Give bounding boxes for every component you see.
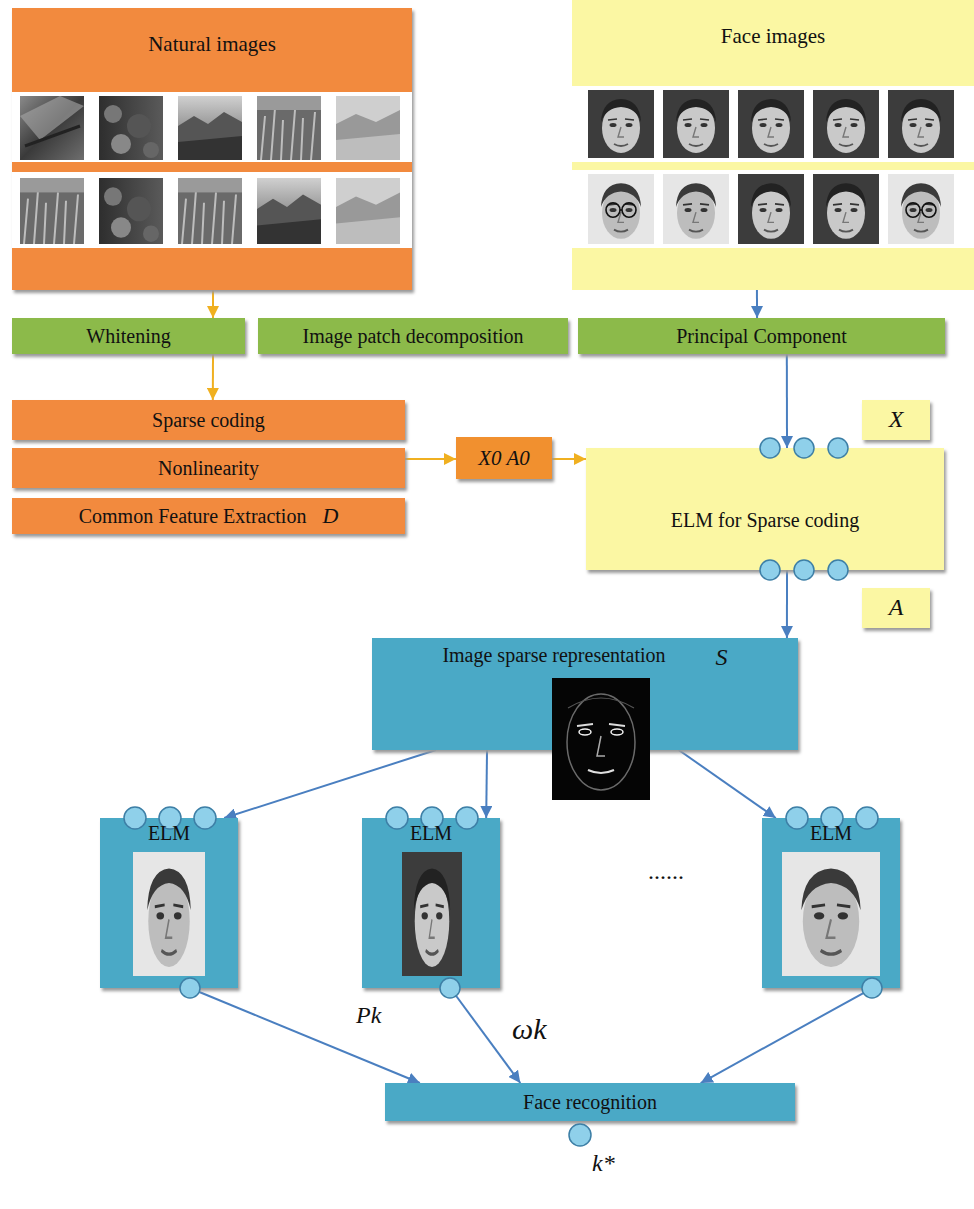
box-text: X — [889, 406, 904, 434]
flow-arrow — [485, 750, 488, 818]
flow-arrow — [701, 988, 873, 1083]
flow-arrow — [756, 290, 758, 318]
box-text: Image sparse representation — [442, 644, 665, 667]
flow-arrow — [552, 458, 586, 460]
elm-box: ELM — [362, 818, 500, 988]
flow-arrow — [224, 750, 436, 818]
process-box: Whitening — [12, 318, 245, 354]
flow-arrow — [679, 750, 776, 818]
symbol-label: ωk — [512, 1012, 547, 1046]
image-panel: Face images — [572, 0, 974, 290]
ellipsis: ...... — [648, 858, 684, 885]
variable-box: X0 A0 — [456, 437, 552, 479]
image-panel: Natural images — [12, 8, 412, 290]
box-text: ELM for Sparse coding — [671, 509, 859, 532]
process-box: Principal Component — [578, 318, 945, 354]
flow-arrow — [786, 354, 788, 448]
box-text: Sparse coding — [152, 409, 265, 432]
process-box: Nonlinearity — [12, 448, 405, 488]
box-text: Face recognition — [523, 1091, 657, 1114]
flow-arrow — [450, 988, 520, 1083]
variable-box: X — [862, 400, 930, 440]
box-text: A — [889, 594, 904, 622]
variable-box: A — [862, 588, 930, 628]
box-text: X0 A0 — [478, 446, 530, 470]
box-text: Common Feature Extraction — [79, 505, 307, 528]
box-text: Principal Component — [676, 325, 847, 348]
elm-box: ELM — [100, 818, 238, 988]
box-text: Whitening — [86, 325, 170, 348]
symbol-label: k* — [592, 1150, 615, 1177]
flow-arrow — [405, 458, 456, 460]
box-text: ELM — [148, 822, 190, 845]
box-text: Natural images — [148, 32, 276, 56]
output-box: Face recognition — [385, 1083, 795, 1121]
box-text: Nonlinearity — [158, 457, 259, 480]
symbol-text: D — [322, 503, 338, 528]
process-box: Sparse coding — [12, 400, 405, 440]
box-text: Image patch decomposition — [302, 325, 523, 348]
elm-box: ELM — [762, 818, 900, 988]
flow-arrow — [212, 354, 214, 400]
symbol-label: Pk — [356, 1002, 381, 1029]
flow-arrow — [190, 988, 420, 1083]
process-box: Common Feature Extraction D — [12, 498, 405, 534]
box-text: ELM — [810, 822, 852, 845]
representation-box: Image sparse representation S — [372, 638, 798, 750]
box-text: Face images — [721, 24, 825, 48]
flow-arrow — [786, 570, 788, 638]
elm-box: ELM for Sparse coding — [586, 448, 944, 570]
box-text: ELM — [410, 822, 452, 845]
flow-arrow — [212, 290, 214, 318]
process-box: Image patch decomposition — [258, 318, 568, 354]
symbol-text: S — [716, 644, 728, 672]
